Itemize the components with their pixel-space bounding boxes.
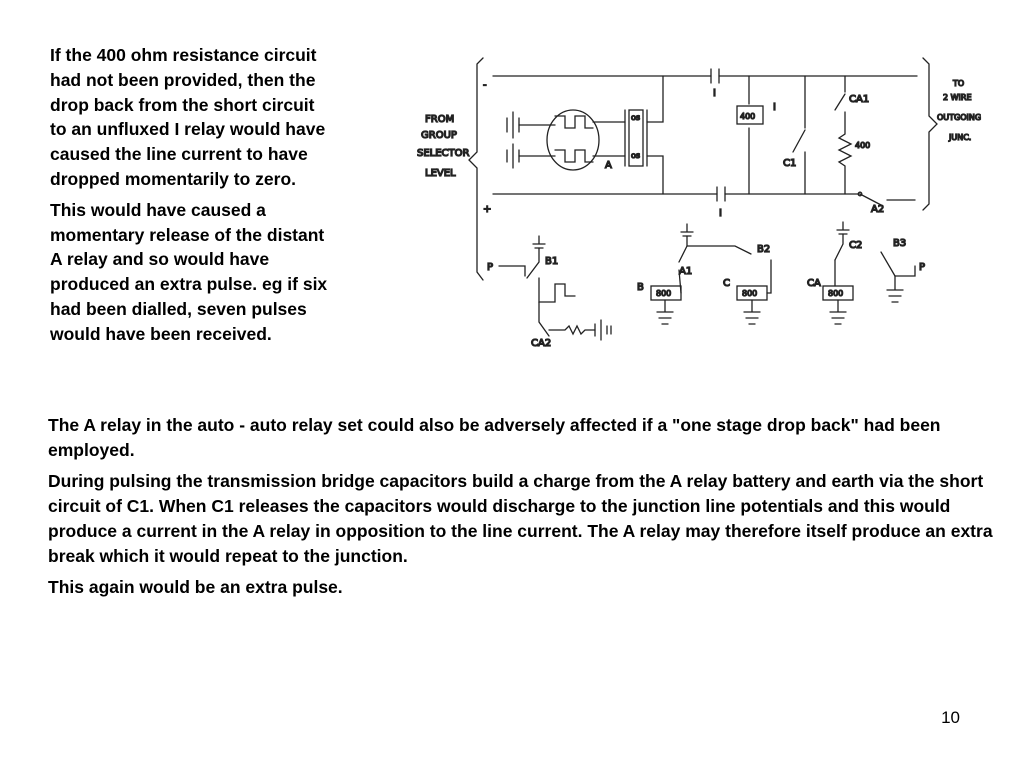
p-right-label: P <box>919 262 925 273</box>
b1-label: B1 <box>545 256 558 267</box>
text-line: had been dialled, seven pulses <box>50 298 307 319</box>
ca2-label: CA2 <box>531 338 551 349</box>
left-paragraph-2: This would have caused a momentary relea… <box>50 198 400 347</box>
relay-i-box <box>736 105 764 125</box>
to-label-line: TO <box>952 79 964 88</box>
circuit-diagram: FROM GROUP SELECTOR LEVEL TO 2 WIRE OUTG… <box>415 40 995 350</box>
b3-label: B3 <box>893 238 906 249</box>
resistor-400 <box>837 111 853 195</box>
c2-earth <box>836 221 850 235</box>
text-line: This would have caused a <box>50 199 266 220</box>
b2-label: B2 <box>757 244 770 255</box>
relay-b-value: 800 <box>656 289 671 298</box>
ca2-resistor <box>548 324 596 336</box>
b1-contact-arm <box>526 247 540 279</box>
relay-c-earth <box>743 299 761 325</box>
a1-label: A1 <box>679 266 692 277</box>
to-label-line: JUNC. <box>948 133 971 142</box>
b3-earth <box>886 275 904 303</box>
relay-c-value: 800 <box>742 289 757 298</box>
circuit-diagram-svg: FROM GROUP SELECTOR LEVEL TO 2 WIRE OUTG… <box>416 57 982 350</box>
c2-label: C2 <box>849 240 862 251</box>
relay-a-winding-top <box>554 115 594 129</box>
page-number: 10 <box>941 708 960 727</box>
b2-contact-arm <box>686 245 752 255</box>
a2-label: A2 <box>871 204 884 215</box>
c2-contact-arm <box>834 233 844 261</box>
from-label-line: FROM <box>425 114 454 125</box>
a2-contact-arm <box>859 193 884 207</box>
relay-ca-label: CA <box>807 278 821 289</box>
relay-a-label: A <box>605 160 612 171</box>
text-line: caused the line current to have <box>50 144 308 165</box>
text-line: dropped momentarily to zero. <box>50 168 296 189</box>
p-left-label: P <box>487 262 493 273</box>
relay-i-value: 400 <box>740 112 755 121</box>
ca1-contact-arm <box>834 93 846 111</box>
ca2-contact-arm <box>538 301 550 337</box>
relay-c-label: C <box>723 278 730 289</box>
main-text-block: The A relay in the auto - auto relay set… <box>48 413 998 605</box>
main-paragraph-3: This again would be an extra pulse. <box>48 576 343 597</box>
battery-bottom <box>506 143 520 169</box>
main-paragraph-1: The A relay in the auto - auto relay set… <box>48 415 941 461</box>
text-line: drop back from the short circuit <box>50 94 315 115</box>
a1-contact-arm <box>678 235 688 263</box>
from-label-line: LEVEL <box>425 168 456 179</box>
ca2-battery <box>594 319 612 341</box>
to-label-line: 2 WIRE <box>943 93 972 102</box>
b3-wire <box>894 265 916 277</box>
relay-a-core <box>624 109 648 167</box>
bottom-capacitor-label: I <box>719 208 722 219</box>
text-line: would have been received. <box>50 323 272 344</box>
b1-earth <box>532 235 546 249</box>
relay-i-label: I <box>773 102 776 113</box>
main-paragraph-2: During pulsing the transmission bridge c… <box>48 470 993 567</box>
c1-contact-arm <box>792 129 806 153</box>
relay-a-coil-label: os <box>631 151 640 160</box>
relay-ca-earth <box>829 299 847 325</box>
text-line: A relay and so would have <box>50 249 270 270</box>
battery-top <box>506 111 520 139</box>
minus-sign: - <box>483 80 487 91</box>
relay-a-rail-links <box>646 75 664 195</box>
relay-b-earth <box>656 299 674 325</box>
text-line: momentary release of the distant <box>50 224 325 245</box>
text-line: produced an extra pulse. eg if six <box>50 274 328 295</box>
relay-b-label: B <box>637 282 644 293</box>
relay-c-lead <box>766 259 772 294</box>
relay-a-winding-bottom <box>554 149 594 163</box>
from-label-line: GROUP <box>421 130 457 141</box>
relay-a-coil-label: os <box>631 113 640 122</box>
text-line: If the 400 ohm resistance circuit <box>50 45 317 65</box>
top-capacitor <box>710 68 720 84</box>
left-paragraph-1: If the 400 ohm resistance circuit had no… <box>50 43 400 192</box>
plus-sign: + <box>483 204 491 215</box>
relay-ca-value: 800 <box>828 289 843 298</box>
right-bracket <box>922 57 938 211</box>
from-label-line: SELECTOR <box>417 148 470 159</box>
left-text-block: If the 400 ohm resistance circuit had no… <box>50 43 400 353</box>
resistor-value: 400 <box>855 141 870 150</box>
text-line: to an unfluxed I relay would have <box>50 119 326 140</box>
left-bracket <box>468 57 484 281</box>
top-capacitor-label: I <box>713 88 716 99</box>
a2-contact-pivot <box>857 191 863 197</box>
relay-a-coil <box>628 109 644 167</box>
to-label-line: OUTGOING <box>937 113 981 122</box>
relay-b-lead <box>678 269 682 294</box>
p-left-wire <box>498 265 526 277</box>
a1-earth <box>680 223 694 237</box>
text-line: had not been provided, then the <box>50 69 316 90</box>
bottom-capacitor <box>716 186 726 202</box>
ca1-label: CA1 <box>849 94 869 105</box>
b1-output-wire <box>538 277 576 303</box>
b3-contact-arm <box>880 251 896 277</box>
relay-a-flux-loop <box>546 109 600 171</box>
c1-label: C1 <box>783 158 796 169</box>
relay-a-leads <box>592 121 626 157</box>
